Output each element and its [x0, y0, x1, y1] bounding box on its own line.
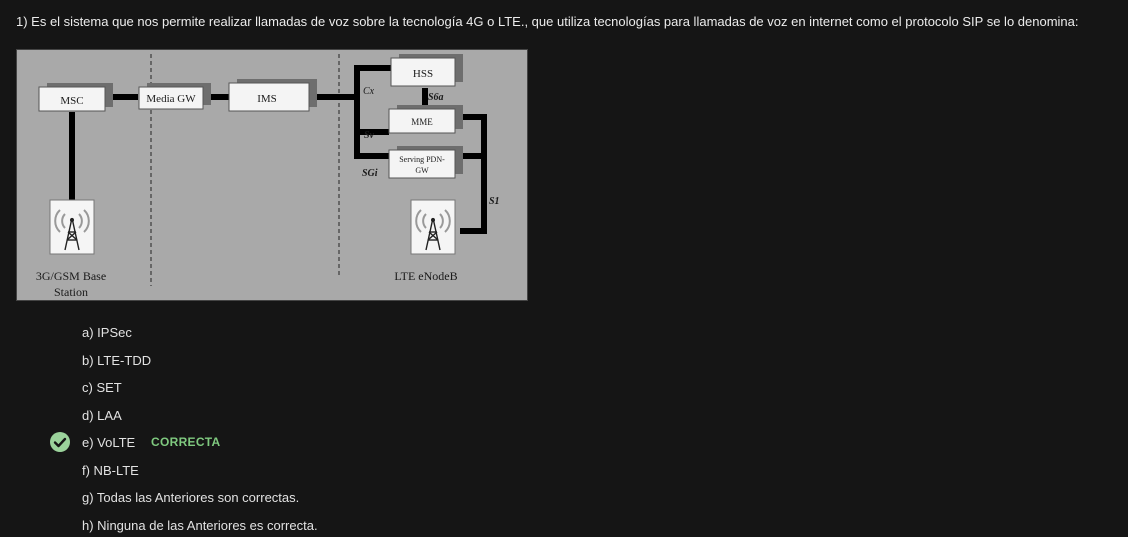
base-station-label: 3G/GSM Base — [36, 269, 106, 283]
ims-node: IMS — [228, 79, 317, 112]
sv-label: Sv — [364, 130, 375, 141]
serving-gw-label-2: GW — [415, 166, 429, 175]
mme-label: MME — [411, 117, 433, 127]
media-gw-label: Media GW — [146, 93, 196, 105]
base-station-label-2: Station — [54, 285, 88, 299]
option-e[interactable]: e) VoLTE — [82, 435, 136, 450]
sgi-link — [354, 97, 389, 159]
network-diagram: MSC Media GW IMS HSS MME Serving PDN- GW — [16, 49, 528, 301]
hss-label: HSS — [413, 68, 433, 80]
correct-badge: CORRECTA — [151, 435, 221, 449]
cx-link — [313, 65, 391, 100]
msc-label: MSC — [60, 95, 83, 107]
base-station-tower-icon — [49, 199, 95, 255]
ims-label: IMS — [257, 93, 277, 105]
enodeb-tower-icon — [410, 199, 456, 255]
option-d[interactable]: d) LAA — [82, 408, 122, 423]
media-gw-node: Media GW — [138, 83, 211, 110]
serving-gw-node: Serving PDN- GW — [388, 146, 463, 179]
option-f[interactable]: f) NB-LTE — [82, 463, 139, 478]
option-a[interactable]: a) IPSec — [82, 325, 132, 340]
s1-label: S1 — [489, 196, 500, 207]
serving-gw-label: Serving PDN- — [399, 155, 445, 164]
hss-node: HSS — [390, 54, 463, 87]
s6a-label: S6a — [428, 92, 444, 103]
option-h[interactable]: h) Ninguna de las Anteriores es correcta… — [82, 518, 318, 533]
mme-node: MME — [388, 105, 463, 134]
option-c[interactable]: c) SET — [82, 380, 122, 395]
msc-node: MSC — [38, 83, 113, 112]
option-b[interactable]: b) LTE-TDD — [82, 353, 152, 368]
question-text: 1) Es el sistema que nos permite realiza… — [16, 14, 1079, 29]
enodeb-label: LTE eNodeB — [394, 269, 457, 283]
s1-link — [460, 114, 487, 234]
sgi-label: SGi — [362, 168, 378, 179]
checkmark-icon — [50, 432, 70, 452]
option-g[interactable]: g) Todas las Anteriores son correctas. — [82, 490, 300, 505]
cx-label: Cx — [363, 86, 375, 97]
